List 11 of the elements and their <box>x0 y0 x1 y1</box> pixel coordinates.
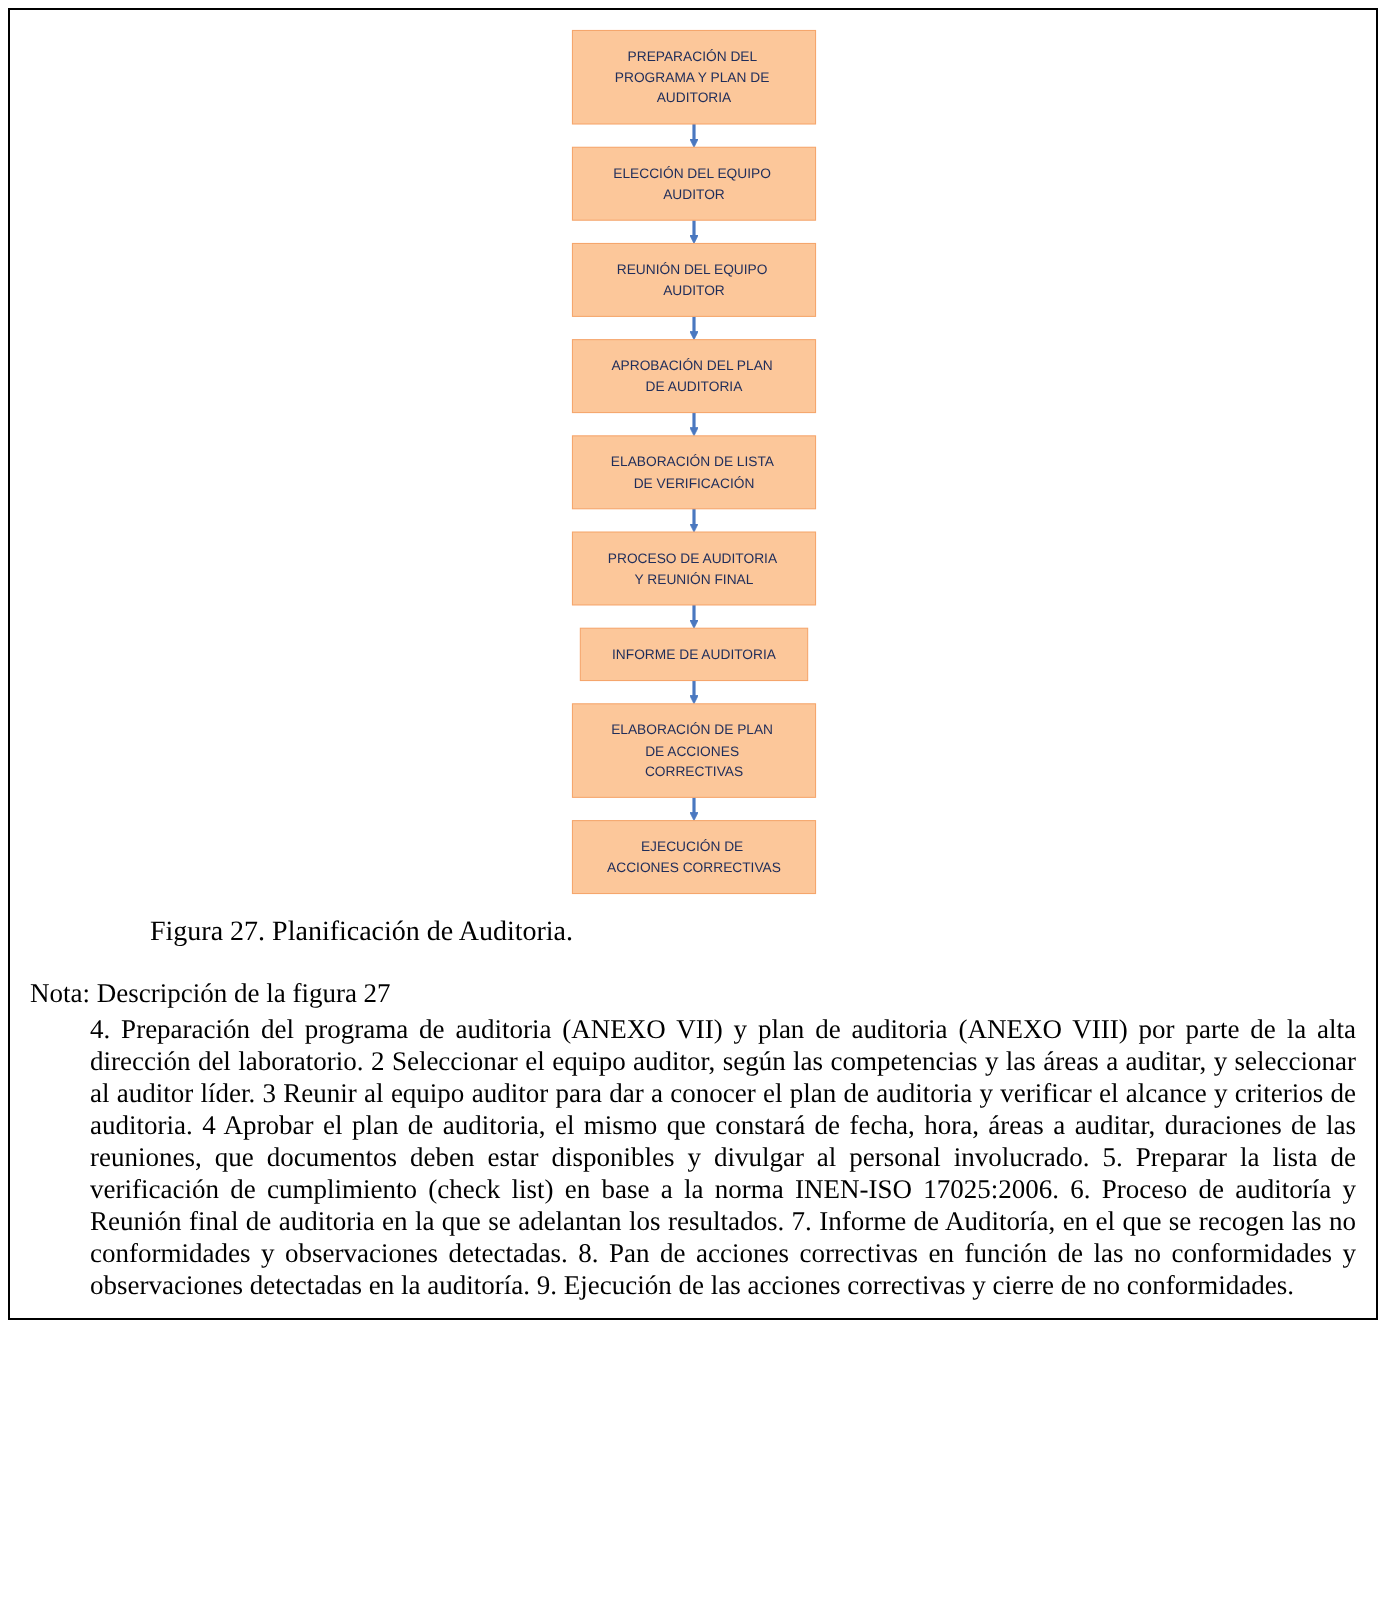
arrow <box>688 316 698 341</box>
note-heading: Nota: Descripción de la figura 27 <box>30 978 393 1010</box>
note-paragraph: 4. Preparación del programa de auditoria (ANEXO VII) y plan de auditoria (ANEXO VIII) por parte de la alta dirección del laboratorio. 2 Seleccionar el equipo auditor, según las competencias y las áreas a auditar, y seleccionar al auditor líder. 3 Reunir al equipo auditor para dar a conocer el plan de auditoria y verificar el alcance y criterios de auditoria. 4 Aprobar el plan de auditoria, el mismo que constará de fecha, hora, áreas a auditar, duraciones de las reuniones, que documentos deben estar disponibles y divulgar al personal involucrado. 5. Preparar la lista de verificación de cumplimiento (check list) en base a la norma INEN-ISO 17025:2006. 6. Proceso de auditoría y Reunión final de auditoria en la que se adelantan los resultados. 7. Informe de Auditoría, en el que se recogen las no conformidades y observaciones detectadas. 8. Pan de acciones correctivas en función de las no conformidades y observaciones detectadas en la auditoría. 9. Ejecución de las acciones correctivas y cierre de no conformidades. <box>90 1014 1356 1302</box>
arrow <box>688 508 698 533</box>
arrow <box>688 604 698 629</box>
arrow <box>688 124 698 148</box>
figure-caption: Figura 27. Planificación de Auditoria. <box>150 918 576 950</box>
arrow <box>688 412 698 437</box>
arrow <box>688 797 698 822</box>
arrow <box>688 220 698 244</box>
arrow <box>688 680 698 705</box>
